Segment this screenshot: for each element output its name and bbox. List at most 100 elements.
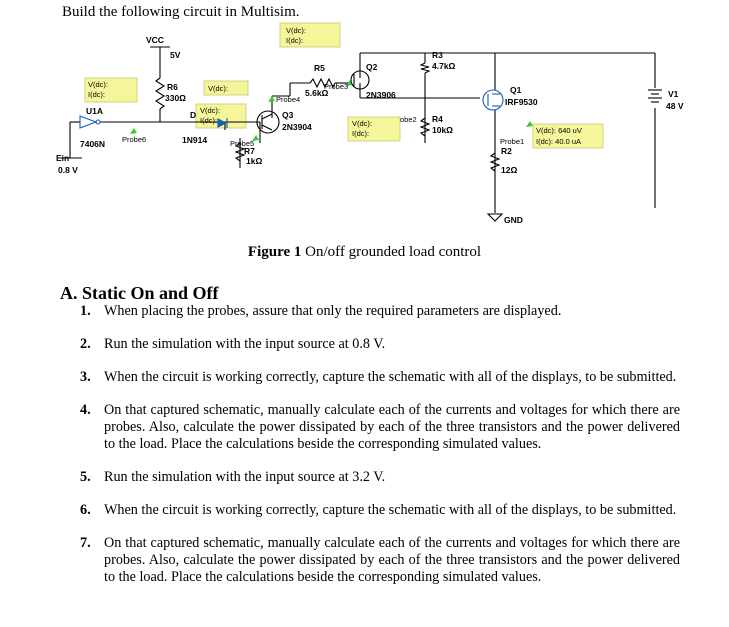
instruction-step: 3. When the circuit is working correctly… [80, 369, 680, 386]
v1-value: 48 V [666, 101, 684, 111]
r4-ref: R4 [432, 114, 443, 124]
r6-symbol [154, 77, 166, 110]
probe5-marker [252, 135, 259, 141]
step-text: When placing the probes, assure that onl… [104, 303, 562, 319]
q1-part: IRF9530 [505, 97, 538, 107]
step-text: Run the simulation with the input source… [104, 336, 386, 352]
q3-part: 2N3904 [282, 122, 312, 132]
probe4-label: Probe4 [276, 95, 300, 104]
figure-caption-text: On/off grounded load control [305, 244, 482, 260]
step-text: When the circuit is working correctly, c… [104, 502, 677, 518]
diode-ref: D [190, 110, 196, 120]
r7-ref: R7 [244, 146, 255, 156]
v1-ref: V1 [668, 89, 679, 99]
step-number: 4. [80, 402, 91, 418]
instruction-step: 7. On that captured schematic, manually … [80, 535, 680, 586]
probe3-label: Probe3 [324, 82, 348, 91]
step-number: 2. [80, 336, 91, 352]
u1a-ref: U1A [86, 106, 103, 116]
r2-symbol [489, 152, 501, 172]
diode-part: 1N914 [182, 135, 207, 145]
instruction-step: 1. When placing the probes, assure that … [80, 303, 680, 320]
r4-symbol [419, 117, 431, 137]
probe5-label: Probe5 [230, 139, 254, 148]
r5-symbol [309, 77, 336, 89]
probe-box-top [279, 22, 341, 48]
probe-box-left [84, 77, 138, 103]
q3-transistor [256, 110, 280, 134]
q2-ref: Q2 [366, 62, 378, 72]
r6-ref: R6 [167, 82, 178, 92]
r6-value: 330Ω [165, 93, 186, 103]
figure-caption: Figure 1 On/off grounded load control [0, 244, 729, 261]
r4-value: 10kΩ [432, 125, 453, 135]
q2-part: 2N3906 [366, 90, 396, 100]
probe-q1-i: I(dc): 40.0 uA [536, 137, 581, 146]
circuit-schematic: VCC 5V R6 330Ω R5 5.6kΩ R3 4.7kΩ R4 10kΩ… [56, 22, 684, 225]
r7-symbol [234, 142, 246, 162]
probe-box-diode [203, 80, 249, 96]
r3-ref: R3 [432, 50, 443, 60]
v1-battery [648, 89, 662, 103]
step-number: 6. [80, 502, 91, 518]
step-text: On that captured schematic, manually cal… [104, 402, 680, 452]
probe-q1-v: V(dc): 640 uV [536, 126, 582, 135]
gnd-symbol [486, 213, 504, 222]
ein-value: 0.8 V [58, 165, 78, 175]
u1a-part: 7406N [80, 139, 105, 149]
r3-value: 4.7kΩ [432, 61, 456, 71]
probe-r7-idc: I(dc): [200, 116, 217, 125]
r2-ref: R2 [501, 146, 512, 156]
r7-value: 1kΩ [246, 156, 262, 166]
probe-mid-vdc: V(dc): [352, 119, 372, 128]
instruction-step: 4. On that captured schematic, manually … [80, 402, 680, 453]
probe-box-r7 [195, 103, 247, 129]
probe-readout-boxes [84, 22, 604, 149]
figure-number: Figure 1 [247, 244, 302, 260]
probe-diode-vdc: V(dc): [208, 84, 228, 93]
probe-box-q1 [532, 123, 604, 149]
probe-left-idc: I(dc): [88, 90, 105, 99]
instruction-list: 1. When placing the probes, assure that … [80, 303, 680, 586]
r3-symbol [419, 62, 431, 74]
vcc-label: VCC [146, 35, 164, 45]
probe2-label: obe2 [400, 115, 417, 124]
step-text: On that captured schematic, manually cal… [104, 535, 680, 585]
probe6-marker [130, 128, 137, 134]
probe3-marker [346, 80, 352, 86]
step-number: 5. [80, 469, 91, 485]
q2-transistor [350, 70, 370, 90]
instruction-step: 5. Run the simulation with the input sou… [80, 469, 680, 486]
gnd-label: GND [504, 215, 523, 225]
probe1-marker [526, 121, 533, 127]
probe6-label: Probe6 [122, 135, 146, 144]
probe-mid-idc: I(dc): [352, 129, 369, 138]
instruction-step: 6. When the circuit is working correctly… [80, 502, 680, 519]
section-title: A. Static On and Off [60, 283, 219, 303]
probe1-label: Probe1 [500, 137, 524, 146]
step-text: When the circuit is working correctly, c… [104, 369, 677, 385]
step-number: 1. [80, 303, 91, 319]
diode-symbol [217, 118, 228, 128]
r2-value: 12Ω [501, 165, 517, 175]
q3-ref: Q3 [282, 110, 294, 120]
step-number: 7. [80, 535, 91, 551]
page-heading: Build the following circuit in Multisim. [62, 4, 300, 20]
ein-ref: Ein [56, 153, 69, 163]
q1-mosfet [482, 89, 504, 111]
q1-ref: Q1 [510, 85, 522, 95]
probe-markers [130, 80, 533, 141]
vcc-value: 5V [170, 50, 181, 60]
step-text: Run the simulation with the input source… [104, 469, 386, 485]
probe-r7-vdc: V(dc): [200, 106, 220, 115]
r5-ref: R5 [314, 63, 325, 73]
r5-value: 5.6kΩ [305, 88, 329, 98]
probe4-marker [268, 96, 275, 102]
probe-top-idc: I(dc): [286, 36, 303, 45]
wires [58, 46, 656, 213]
resistor-symbols [154, 62, 501, 172]
instruction-step: 2. Run the simulation with the input sou… [80, 336, 680, 353]
probe-top-vdc: V(dc): [286, 26, 306, 35]
u1a-inverter [79, 115, 101, 129]
probe-left-vdc: V(dc): [88, 80, 108, 89]
